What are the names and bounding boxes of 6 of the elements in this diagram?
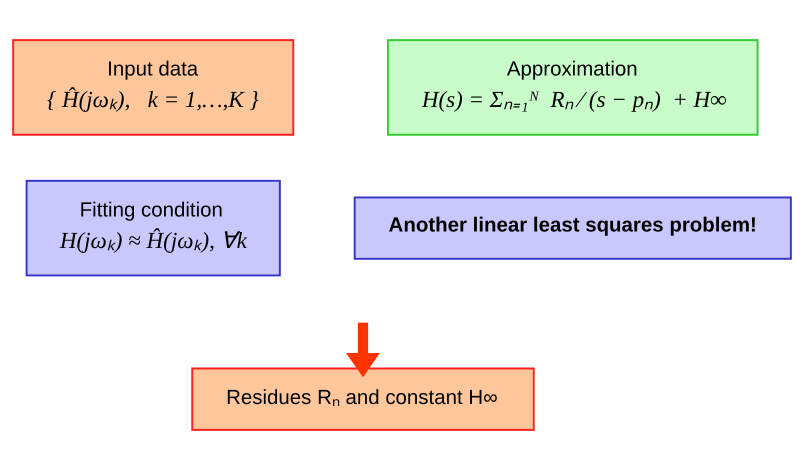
- node-box: Residues Rₙ and constant H∞: [191, 367, 535, 430]
- node-box: Another linear least squares problem!: [354, 196, 792, 260]
- node-box: Input data { Ĥ(jωₖ), k = 1,…,K }: [12, 38, 294, 136]
- arrow: [346, 322, 380, 377]
- node-box: Fitting condition H(jωₖ) ≈ Ĥ(jωₖ), ∀k: [26, 179, 281, 276]
- node-box: Approximation H(s) = Σₙ₌₁ᴺ Rₙ ⁄ (s − pₙ) + H∞: [386, 38, 759, 136]
